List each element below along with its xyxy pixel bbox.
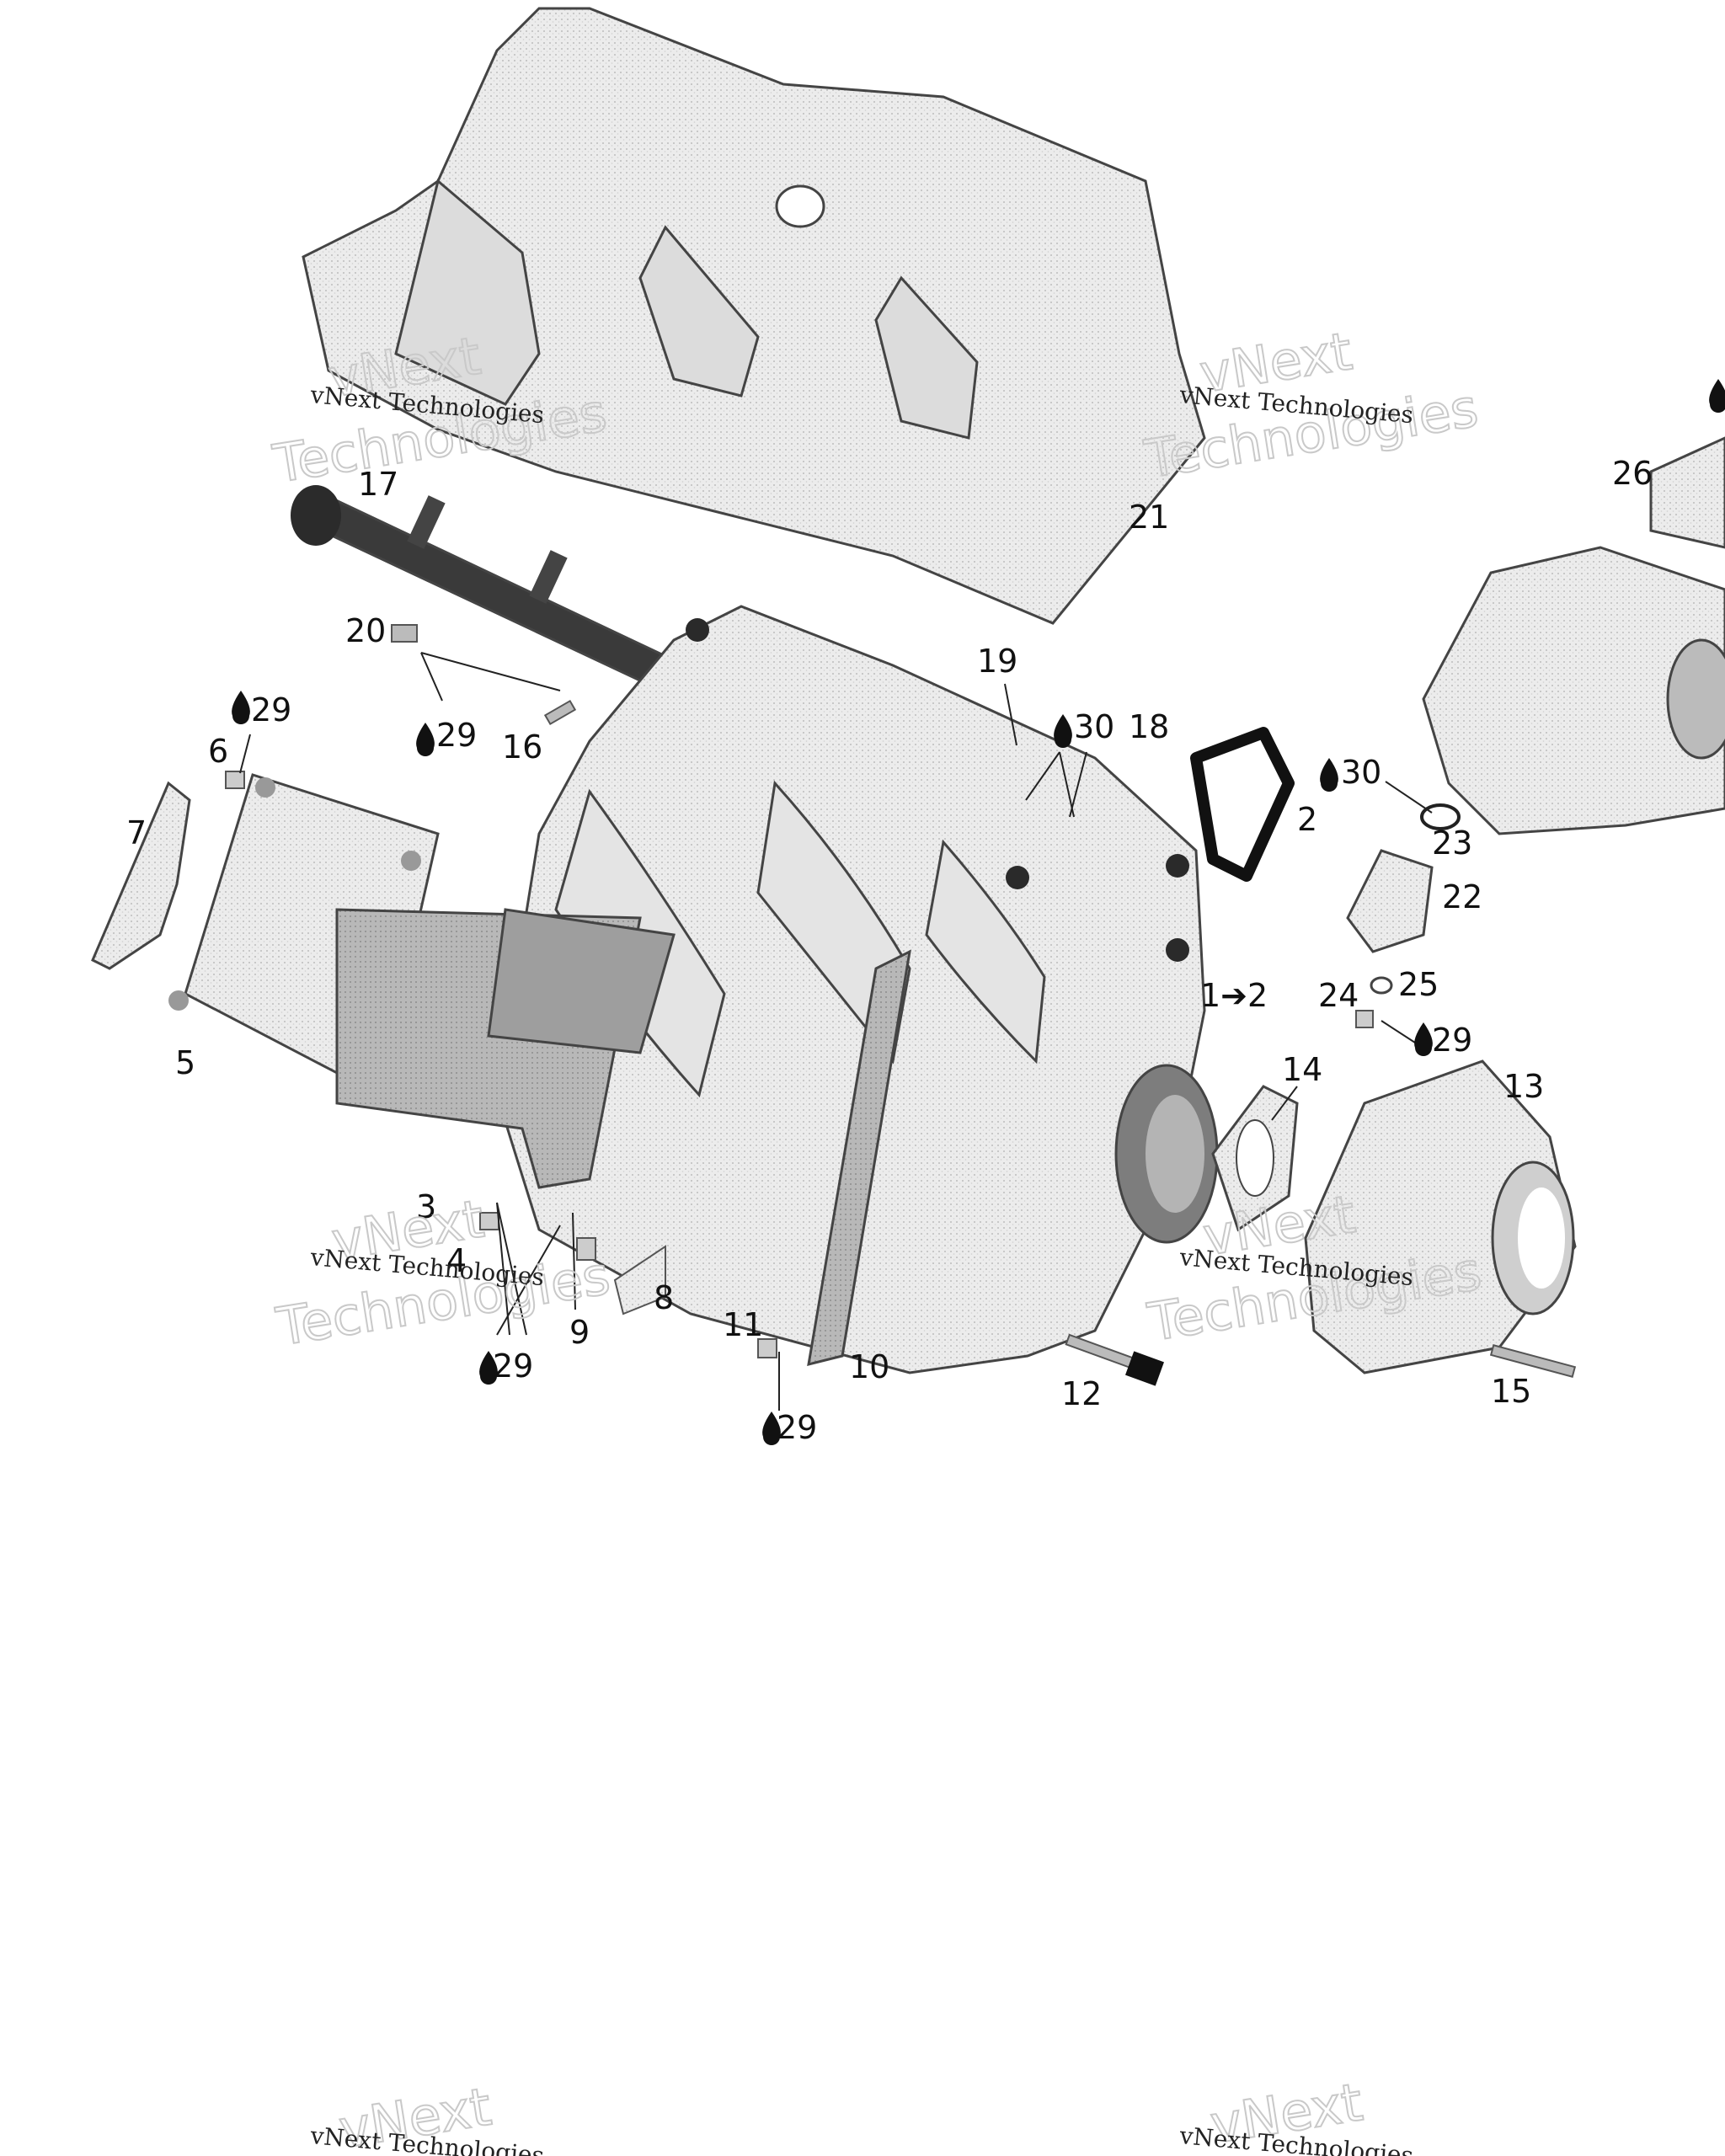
callout-23: 23	[1432, 825, 1472, 862]
callout-30: 30	[1074, 708, 1114, 745]
oil-drop-icon	[416, 723, 435, 756]
oil-drop-icon	[1054, 714, 1072, 748]
callout-14: 14	[1282, 1051, 1322, 1088]
leader-lines	[239, 652, 1433, 1411]
callout-5: 5	[175, 1044, 195, 1081]
callout-3: 3	[416, 1188, 436, 1225]
callout-30b: 30	[1341, 754, 1381, 791]
callout-12: 12	[1061, 1375, 1102, 1412]
oil-drop-icon	[1320, 758, 1338, 792]
oil-drop-icon	[1709, 379, 1725, 413]
callout-17: 17	[358, 466, 398, 503]
callout-22: 22	[1442, 878, 1482, 915]
callout-24: 24	[1318, 977, 1359, 1014]
sensor-22	[1346, 803, 1461, 953]
callout-9: 9	[569, 1314, 590, 1351]
callout-26: 26	[1612, 455, 1653, 492]
callout-25: 25	[1398, 966, 1439, 1003]
callout-21: 21	[1129, 499, 1169, 536]
throttle-body-lower	[1304, 1059, 1577, 1374]
callout-6: 6	[208, 733, 228, 770]
fasteners	[225, 624, 1577, 1386]
callout-2: 2	[1297, 801, 1317, 838]
callout-10: 10	[849, 1348, 889, 1385]
oil-drop-icon	[1414, 1022, 1433, 1056]
callout-8: 8	[654, 1279, 674, 1316]
bracket-7	[91, 781, 191, 970]
callout-7: 7	[126, 814, 147, 851]
engine-cover	[302, 7, 1206, 625]
callout-13: 13	[1503, 1068, 1544, 1105]
oil-drop-icon	[479, 1351, 498, 1385]
callout-15: 15	[1491, 1373, 1531, 1410]
callout-18: 18	[1129, 708, 1169, 745]
oil-drop-icons	[232, 379, 1725, 1445]
gasket-14	[1211, 1085, 1299, 1232]
callout-19: 19	[977, 643, 1017, 680]
callout-29c: 29	[1432, 1022, 1472, 1059]
gasket-2	[1190, 727, 1295, 882]
callout-29b: 29	[251, 691, 291, 728]
callout-labels: 17 21 20 29 16 19 30 18 2 30 23 22 6 29 …	[126, 455, 1653, 1446]
callout-29e: 29	[777, 1409, 817, 1446]
callout-11: 11	[723, 1306, 763, 1343]
oil-drop-icon	[232, 691, 250, 724]
ecm-module	[168, 773, 676, 1189]
oil-drop-icon	[762, 1412, 781, 1445]
callout-1-2: 1➔2	[1200, 977, 1268, 1014]
callout-16: 16	[502, 728, 542, 766]
intake-manifold	[495, 605, 1219, 1374]
callout-29: 29	[436, 717, 477, 754]
callout-20: 20	[345, 612, 386, 649]
callout-29d: 29	[493, 1348, 533, 1385]
callout-4: 4	[446, 1242, 467, 1279]
throttle-body-upper	[1422, 436, 1725, 835]
